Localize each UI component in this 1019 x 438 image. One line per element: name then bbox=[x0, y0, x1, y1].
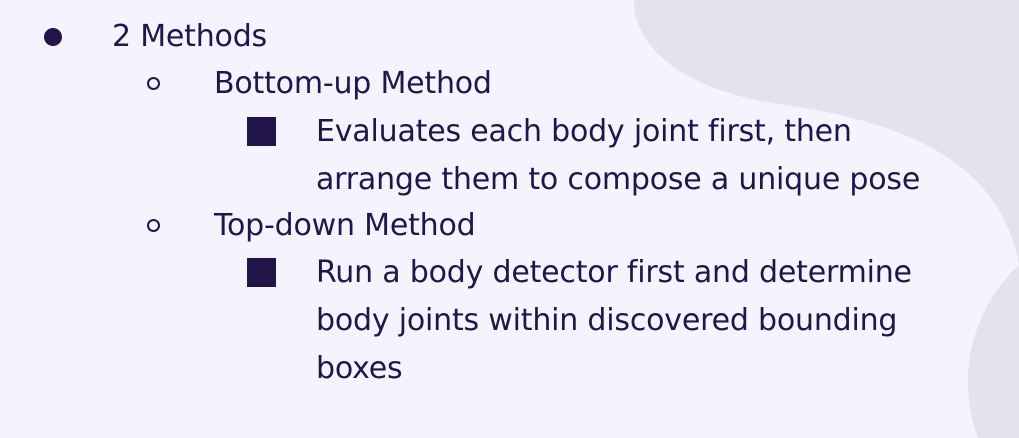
outline-heading: 2 Methods bbox=[112, 19, 267, 54]
method-description-line: Evaluates each body joint first, then bbox=[316, 114, 852, 149]
method-description-line: boxes bbox=[316, 351, 403, 386]
method-title-bottom-up: Bottom-up Method bbox=[214, 66, 492, 101]
circle-bullet-icon bbox=[147, 219, 160, 232]
method-description-line: Run a body detector first and determine bbox=[316, 255, 912, 290]
method-title-top-down: Top-down Method bbox=[214, 208, 476, 243]
circle-bullet-icon bbox=[147, 77, 160, 90]
square-bullet-icon bbox=[247, 117, 276, 146]
method-description-line: arrange them to compose a unique pose bbox=[316, 162, 921, 197]
square-bullet-icon bbox=[247, 258, 276, 287]
method-description-line: body joints within discovered bounding bbox=[316, 303, 898, 338]
disc-bullet-icon bbox=[44, 28, 62, 46]
